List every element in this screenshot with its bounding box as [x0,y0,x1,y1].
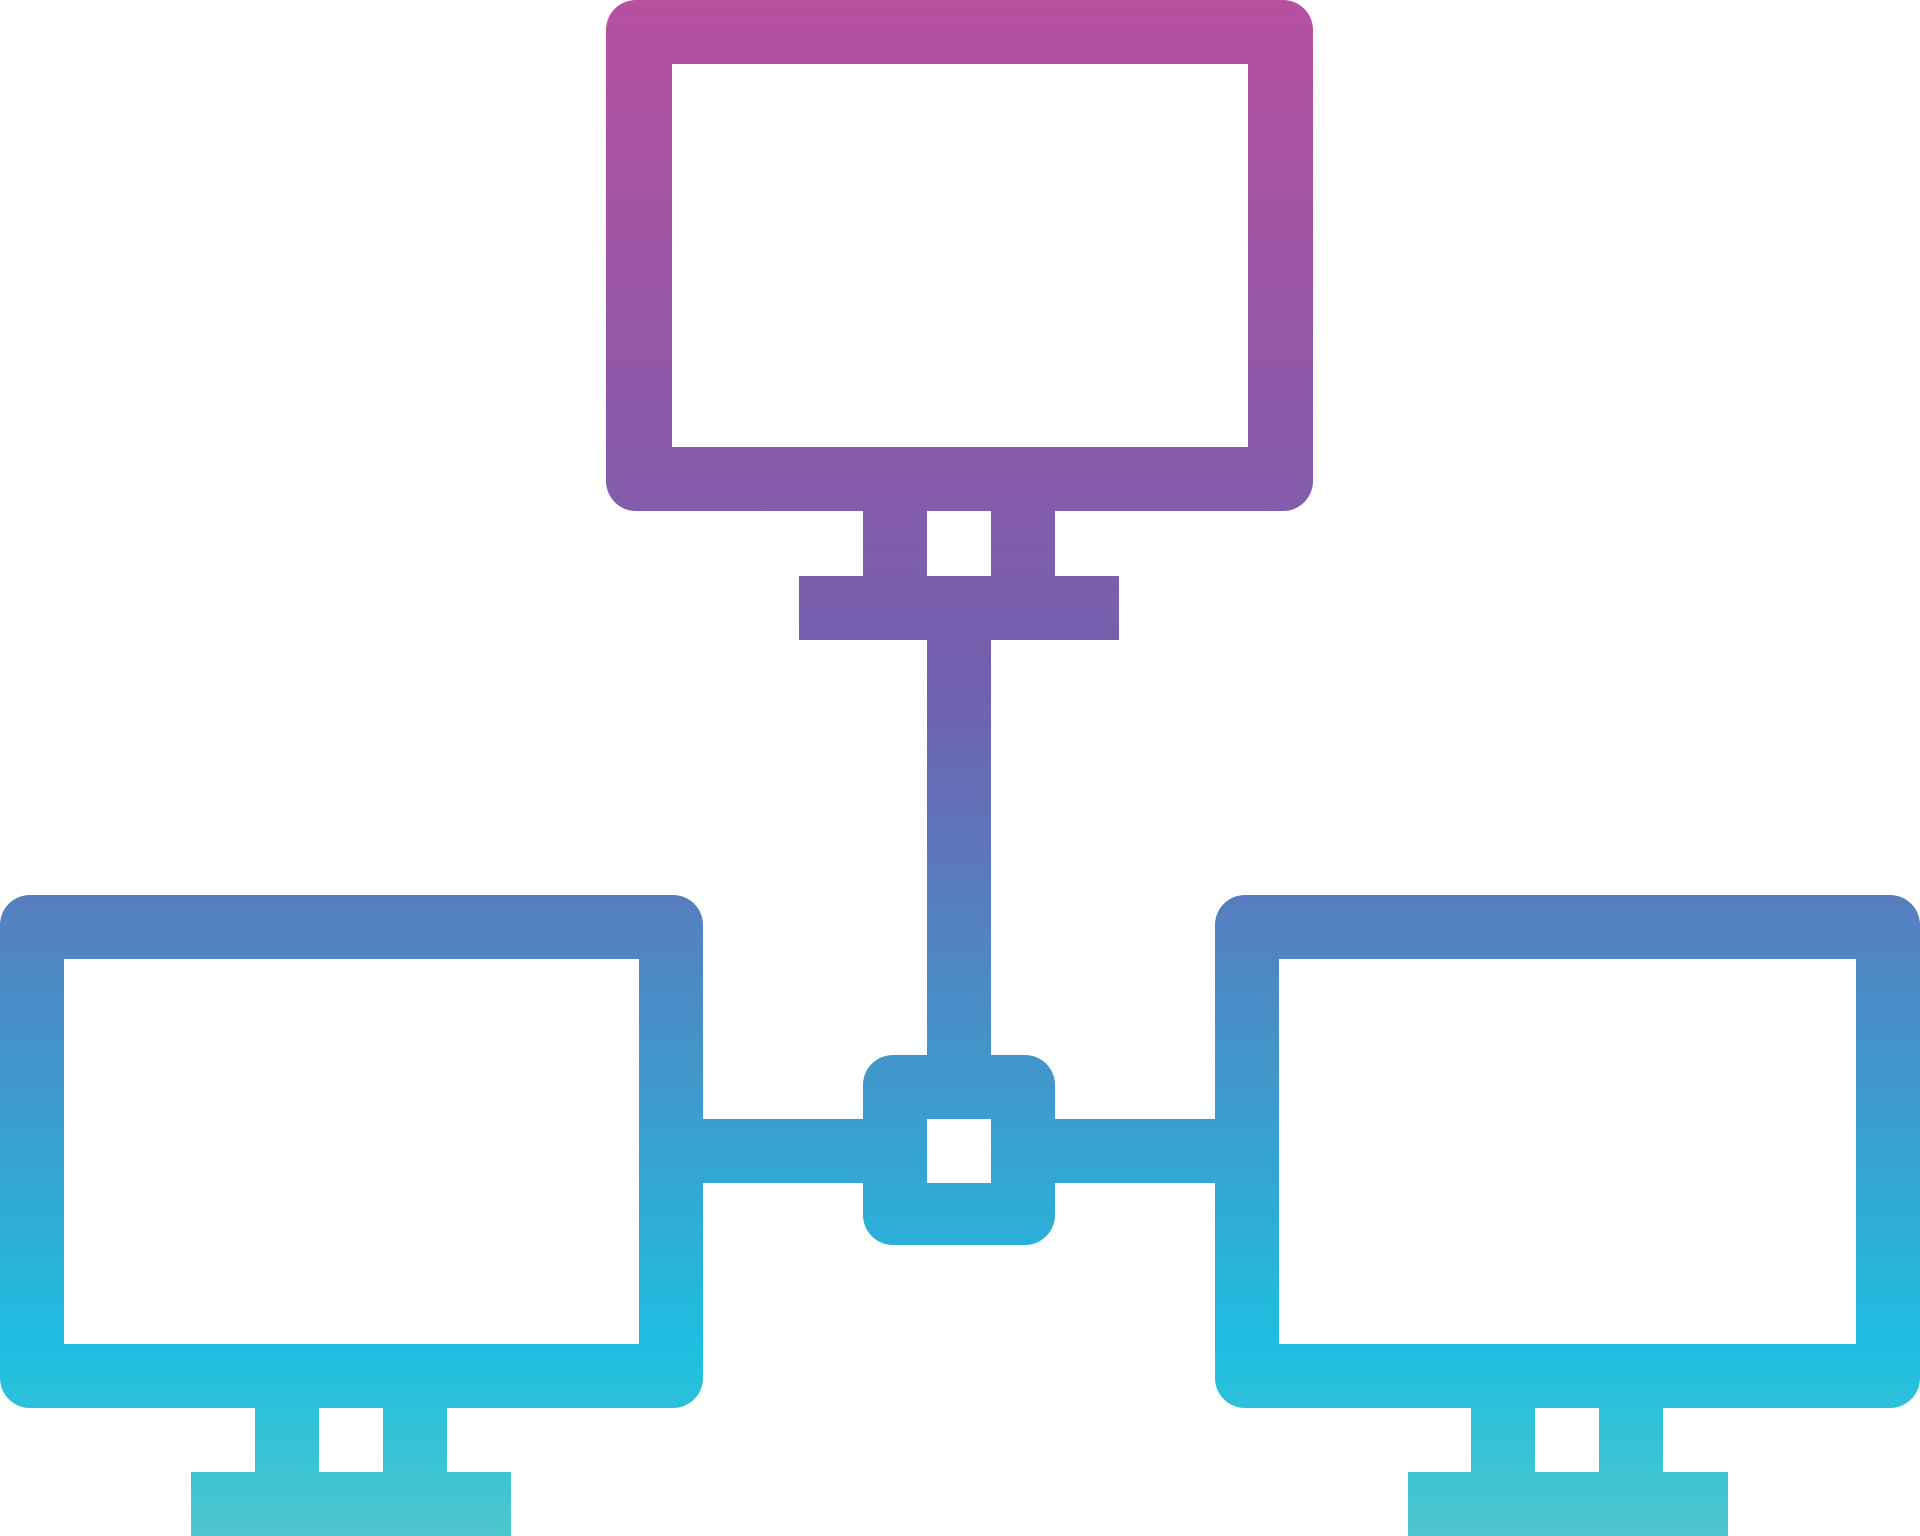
monitor-left-screen-frame [0,895,703,1408]
monitor-top-screen-frame [606,0,1313,511]
monitor-top-neck [863,511,1055,576]
connector-left [703,1119,863,1183]
connector-right [1055,1119,1215,1183]
monitor-left-icon [0,895,703,1536]
monitor-left-stand [191,1472,511,1536]
monitor-top-icon [606,0,1313,640]
monitor-right-icon [1215,895,1920,1536]
monitor-right-stand [1408,1472,1728,1536]
monitor-right-neck [1471,1408,1663,1472]
monitor-top-stand [799,576,1119,640]
monitor-right-screen-frame [1215,895,1920,1408]
monitor-left-neck [255,1408,447,1472]
connector-vertical [927,640,991,1055]
hub-icon [863,1055,1055,1245]
